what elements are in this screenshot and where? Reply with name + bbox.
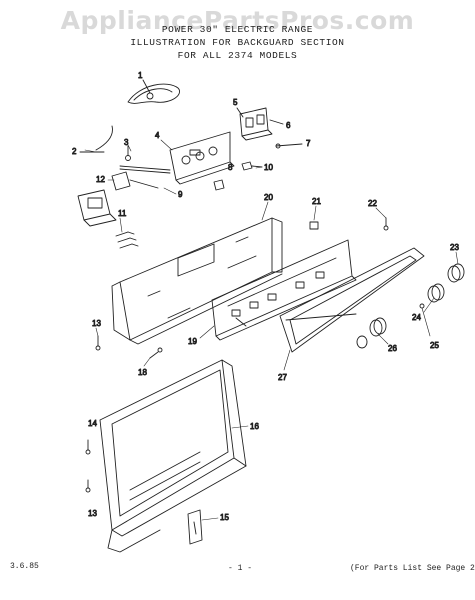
part-glass-frame <box>279 247 425 353</box>
part-rear-panel <box>99 359 247 553</box>
callout-7: 7 <box>306 139 311 148</box>
part-pushbutton-switch <box>236 107 284 141</box>
callout-27: 27 <box>278 373 287 382</box>
part-control-knobs <box>356 263 465 349</box>
callout-13-upper: 13 <box>92 319 101 328</box>
callout-6: 6 <box>286 121 291 130</box>
diagram-subtitle: ILLUSTRATION FOR BACKGUARD SECTION <box>130 37 345 48</box>
callout-14: 14 <box>88 419 97 428</box>
callout-22: 22 <box>368 199 377 208</box>
part-bracket-15 <box>187 509 203 545</box>
callout-10: 10 <box>264 163 273 172</box>
callout-8: 8 <box>228 163 233 172</box>
callout-11: 11 <box>118 209 127 218</box>
callout-4: 4 <box>155 131 160 140</box>
callout-23: 23 <box>450 243 459 252</box>
callout-18: 18 <box>138 368 147 377</box>
part-backguard-console <box>111 217 283 345</box>
callout-21: 21 <box>312 197 321 206</box>
callout-15: 15 <box>220 513 229 522</box>
part-clock-module <box>169 131 235 185</box>
part-knob-insert <box>213 161 263 191</box>
diagram-title: POWER 30" ELECTRIC RANGE <box>161 24 314 35</box>
callout-9: 9 <box>178 190 183 199</box>
callout-26: 26 <box>388 344 397 353</box>
callout-leaders <box>84 139 459 521</box>
diagram-model-line: FOR ALL 2374 MODELS <box>177 50 298 61</box>
callout-3: 3 <box>124 138 129 147</box>
part-infinite-switch <box>77 171 159 249</box>
footer-parts-list-note: (For Parts List See Page 2) <box>350 564 475 573</box>
callout-numbers: 1 2 3 4 5 6 7 8 9 10 11 12 13 13 14 15 1… <box>72 71 460 523</box>
callout-13-lower: 13 <box>88 509 97 518</box>
footer-page-number: - 1 - <box>228 564 253 573</box>
part-screw-22 <box>383 217 389 231</box>
callout-2: 2 <box>72 147 77 156</box>
callout-19: 19 <box>188 337 197 346</box>
callout-25: 25 <box>430 341 439 350</box>
part-wire-leads <box>79 125 171 174</box>
callout-16: 16 <box>250 422 259 431</box>
part-wire-harness <box>127 79 180 104</box>
footer-date: 3.6.85 <box>10 562 39 571</box>
part-control-panel <box>211 239 357 341</box>
callout-1: 1 <box>138 71 143 80</box>
callout-24: 24 <box>412 313 421 322</box>
callout-20: 20 <box>264 193 273 202</box>
callout-12: 12 <box>96 175 105 184</box>
watermark: AppliancePartsPros.com <box>60 6 415 35</box>
callout-5: 5 <box>233 98 238 107</box>
part-screws <box>85 335 163 493</box>
part-clip-21 <box>309 221 319 230</box>
part-screw-7 <box>275 143 303 149</box>
